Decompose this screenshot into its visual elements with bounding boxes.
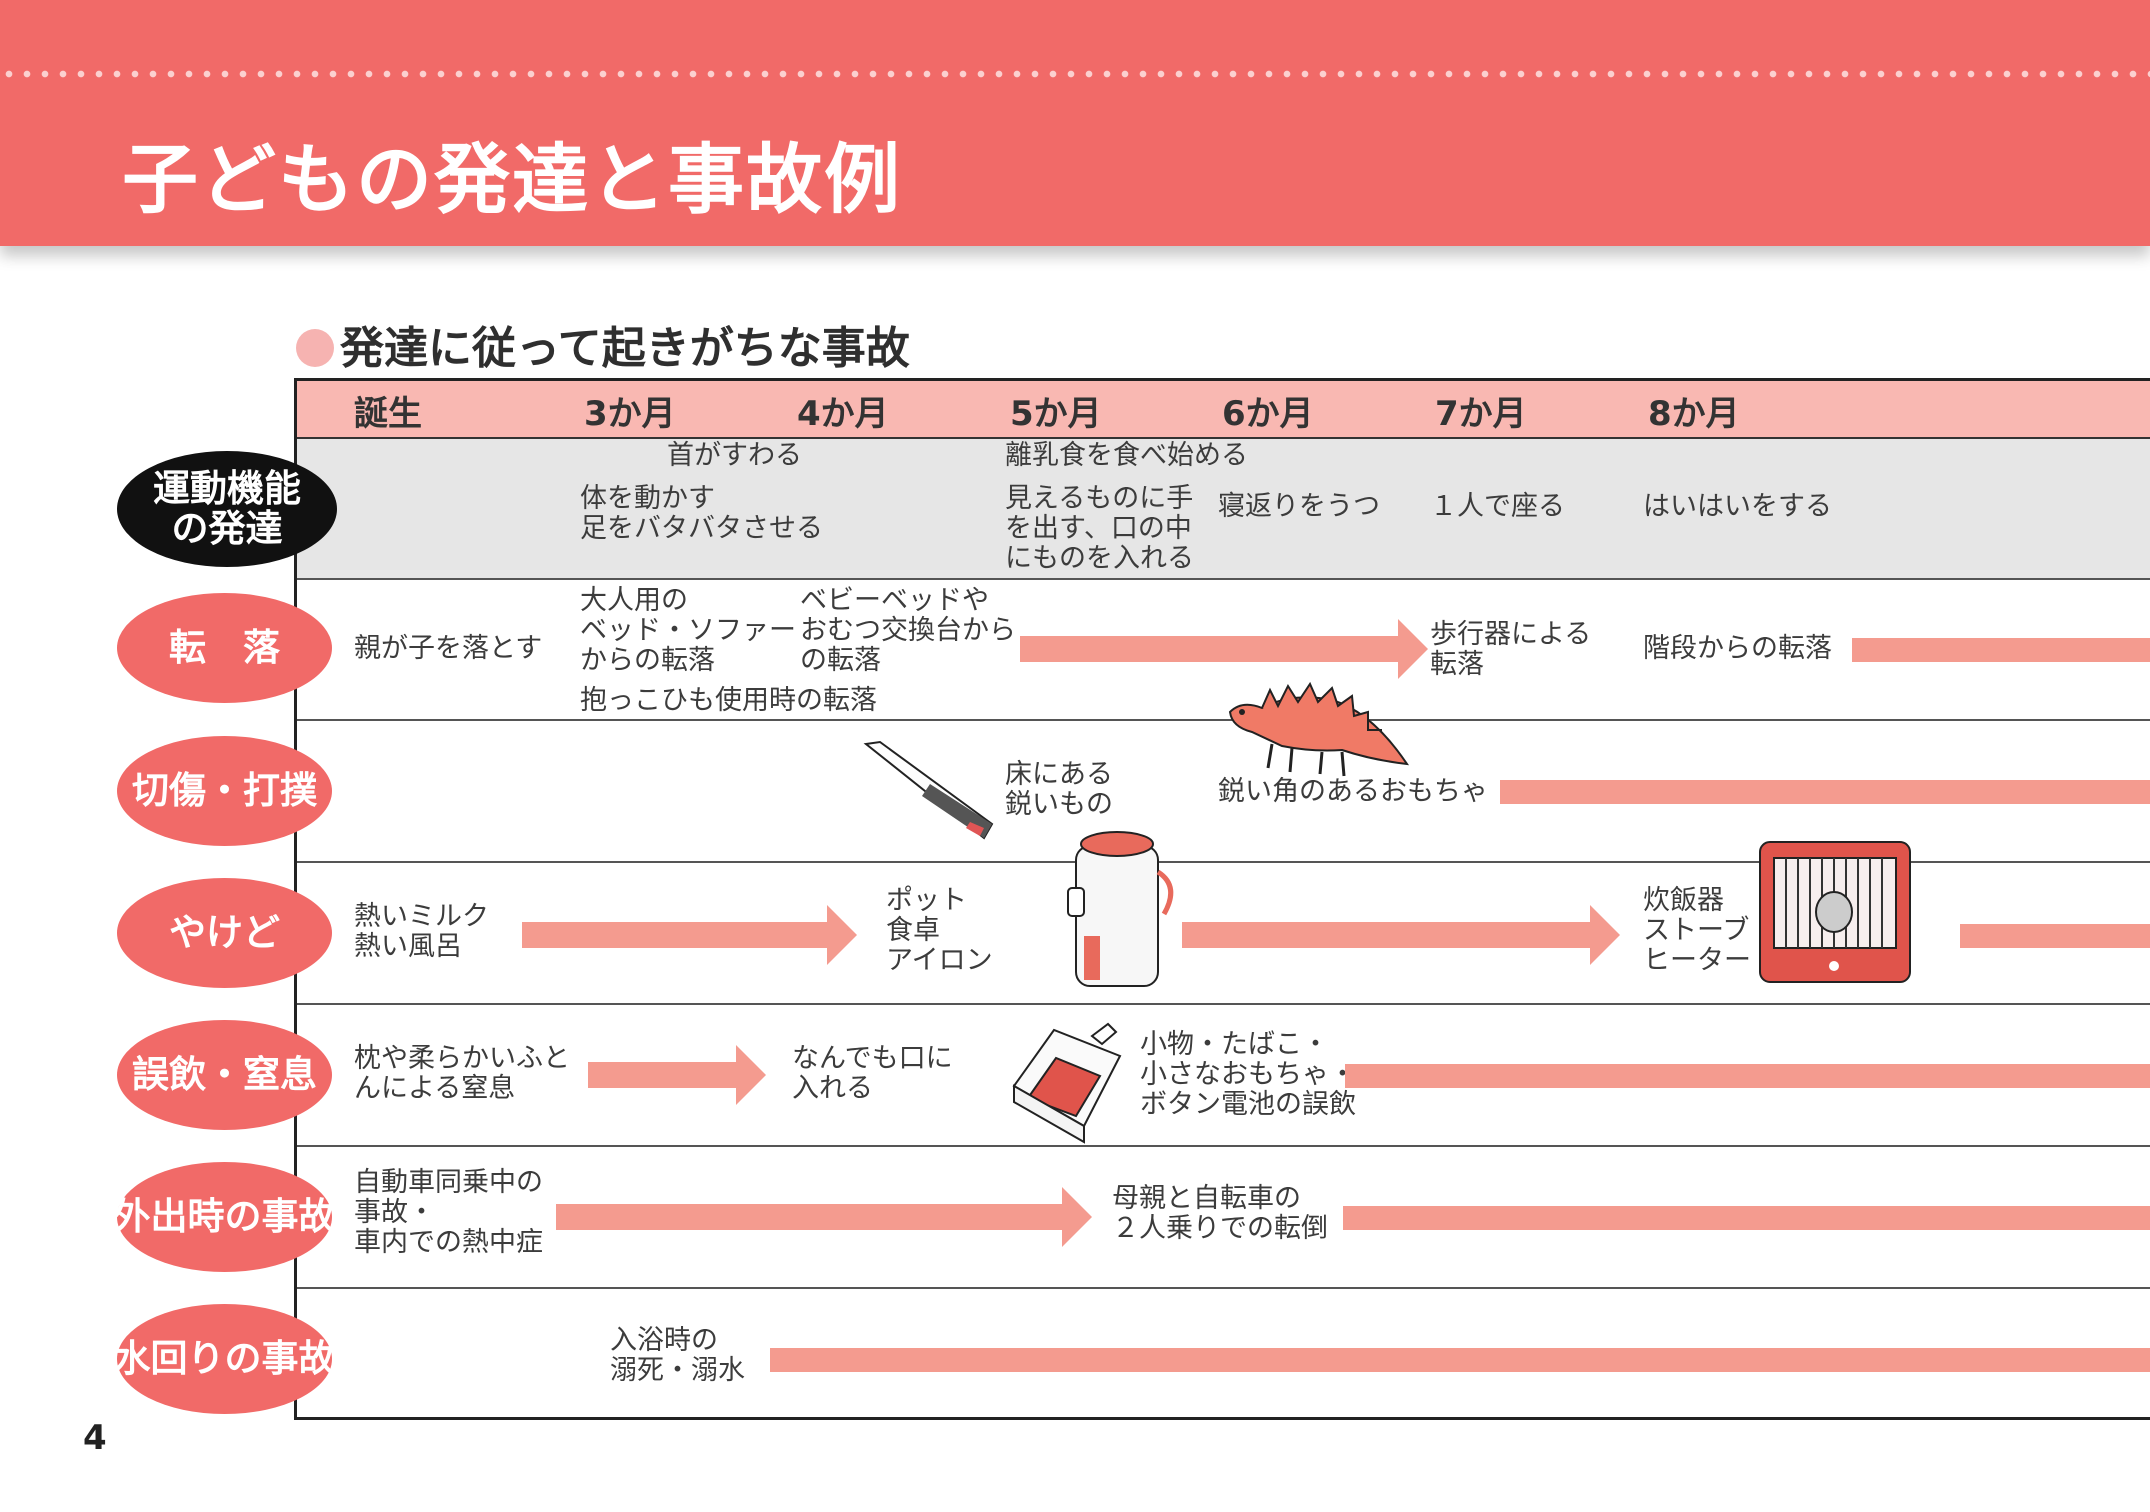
- row-label-burn: やけど: [117, 878, 332, 988]
- row-divider: [297, 861, 2150, 863]
- row-divider: [297, 719, 2150, 721]
- cut-toy: 鋭い角のあるおもちゃ: [1218, 776, 1488, 807]
- outing-car: 自動車同乗中の 事故・ 車内での熱中症: [354, 1167, 543, 1258]
- choke-small: 小物・たばこ・ 小さなおもちゃ・ ボタン電池の誤飲: [1140, 1029, 1356, 1120]
- month-5: 5か月: [1010, 394, 1102, 434]
- bullet-icon: [296, 329, 334, 367]
- fall-walker: 歩行器による 転落: [1430, 619, 1592, 680]
- fall-sofa: 大人用の ベッド・ソファー からの転落: [580, 585, 796, 676]
- row-label-cut: 切傷・打撲: [117, 736, 332, 846]
- motor-sit: １人で座る: [1430, 491, 1565, 522]
- month-4: 4か月: [797, 394, 889, 434]
- motor-body: 体を動かす 足をバタバタさせる: [580, 483, 823, 544]
- motor-rollover: 寝返りをうつ: [1218, 491, 1380, 522]
- cut-floor: 床にある 鋭いもの: [1005, 759, 1113, 820]
- outing-bike: 母親と自転車の ２人乗りでの転倒: [1112, 1183, 1328, 1244]
- month-birth: 誕生: [354, 394, 422, 434]
- burn-rice: 炊飯器 ストーブ ヒーター: [1643, 885, 1751, 976]
- row-label-motor: 運動機能の発達: [117, 451, 337, 567]
- water-bath: 入浴時の 溺死・溺水: [610, 1325, 745, 1386]
- burn-bar: [1960, 924, 2150, 948]
- fall-babybed: ベビーベッドや おむつ交換台から の転落: [800, 585, 1016, 676]
- section-heading-text: 発達に従って起きがちな事故: [340, 323, 910, 374]
- choke-pillow: 枕や柔らかいふと んによる窒息: [354, 1043, 570, 1104]
- burn-arrow-1: [522, 905, 857, 965]
- row-divider: [297, 1145, 2150, 1147]
- motor-reach: 見えるものに手 を出す、口の中 にものを入れる: [1005, 483, 1194, 574]
- choke-bar: [1345, 1064, 2150, 1088]
- motor-neck: 首がすわる: [667, 440, 802, 471]
- burn-arrow-2: [1182, 905, 1620, 965]
- fall-stairs: 階段からの転落: [1643, 633, 1832, 664]
- cutter-knife-icon: [863, 740, 994, 840]
- fall-arrow: [1020, 619, 1428, 679]
- fall-drop: 親が子を落とす: [354, 633, 543, 664]
- row-label-water: 水回りの事故: [114, 1304, 336, 1414]
- month-7: 7か月: [1435, 394, 1527, 434]
- stove-heater-icon: [1759, 841, 1911, 983]
- month-8: 8か月: [1648, 394, 1740, 434]
- cut-bar: [1500, 780, 2150, 804]
- thermos-pot-icon: [1067, 831, 1174, 987]
- burn-pot: ポット 食卓 アイロン: [886, 885, 993, 976]
- motor-row-band: [297, 439, 2150, 579]
- section-heading: 発達に従って起きがちな事故: [296, 312, 910, 376]
- header-dot-border: [0, 68, 2150, 80]
- row-label-outing: 外出時の事故: [114, 1162, 336, 1272]
- row-divider: [297, 1287, 2150, 1289]
- row-label-fall: 転 落: [117, 593, 332, 703]
- motor-crawl: はいはいをする: [1643, 491, 1832, 522]
- month-3: 3か月: [584, 394, 676, 434]
- page-header: [0, 0, 2150, 246]
- row-label-motor-line1: 運動機能: [153, 467, 301, 511]
- burn-milk: 熱いミルク 熱い風呂: [354, 901, 489, 962]
- month-6: 6か月: [1222, 394, 1314, 434]
- row-label-choke: 誤飲・窒息: [117, 1020, 332, 1130]
- page-title: 子どもの発達と事故例: [122, 135, 902, 224]
- cigarette-box-icon: [1012, 1022, 1122, 1144]
- row-divider: [297, 1003, 2150, 1005]
- motor-weaning: 離乳食を食べ始める: [1005, 440, 1248, 471]
- choke-arrow: [588, 1045, 766, 1105]
- water-bar: [770, 1348, 2150, 1372]
- month-header-band: [297, 381, 2150, 439]
- dinosaur-toy-icon: [1228, 681, 1410, 777]
- row-divider: [297, 578, 2150, 580]
- outing-arrow: [556, 1187, 1092, 1247]
- choke-mouth: なんでも口に 入れる: [792, 1043, 953, 1104]
- outing-bar: [1343, 1206, 2150, 1230]
- row-label-motor-line2: の発達: [171, 507, 283, 550]
- page-number: 4: [83, 1418, 107, 1458]
- fall-bar: [1852, 638, 2150, 662]
- fall-carrier: 抱っこひも使用時の転落: [580, 685, 877, 716]
